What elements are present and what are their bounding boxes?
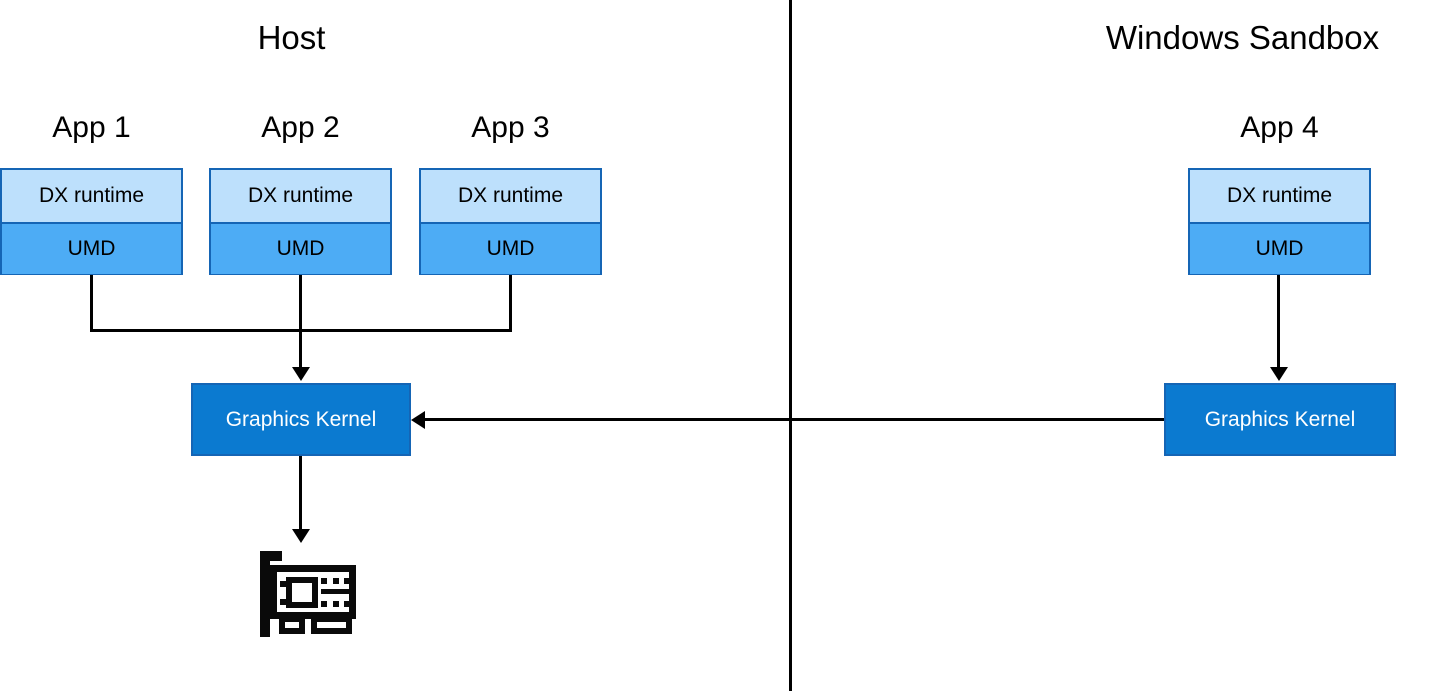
connector-sandbox-to-host-arrowhead: [411, 411, 425, 429]
connector-sandbox-to-host-horizontal: [425, 418, 1164, 421]
dx-runtime-layer-app-1: DX runtime: [2, 170, 181, 222]
umd-layer-app-1: UMD: [2, 221, 181, 274]
connector-app-3-vertical: [509, 275, 512, 332]
app-caption-app-1: App 1: [52, 111, 131, 144]
app-caption-app-2: App 2: [261, 111, 340, 144]
app-box-app-2: DX runtime UMD: [209, 168, 392, 275]
connector-app-2-vertical: [299, 275, 302, 371]
connector-kernel-to-gpu-arrowhead: [292, 529, 310, 543]
graphics-kernel-box-host: Graphics Kernel: [191, 383, 411, 456]
graphics-kernel-box-sandbox: Graphics Kernel: [1164, 383, 1396, 456]
dx-runtime-layer-app-4: DX runtime: [1190, 170, 1369, 222]
connector-kernel-to-gpu-vertical: [299, 456, 302, 532]
app-caption-app-4: App 4: [1240, 111, 1319, 144]
connector-app-4-arrowhead: [1270, 367, 1288, 381]
connector-app-4-vertical: [1277, 275, 1280, 371]
section-title-host: Host: [257, 19, 326, 56]
gpu-card-icon: [252, 545, 364, 643]
app-box-app-4: DX runtime UMD: [1188, 168, 1371, 275]
connector-app-2-arrowhead: [292, 367, 310, 381]
app-box-app-1: DX runtime UMD: [0, 168, 183, 275]
host-sandbox-divider: [789, 0, 792, 691]
umd-layer-app-4: UMD: [1190, 221, 1369, 274]
connector-app-1-vertical: [90, 275, 93, 332]
section-title-windows-sandbox: Windows Sandbox: [1105, 19, 1380, 56]
umd-layer-app-2: UMD: [211, 221, 390, 274]
dx-runtime-layer-app-2: DX runtime: [211, 170, 390, 222]
umd-layer-app-3: UMD: [421, 221, 600, 274]
app-box-app-3: DX runtime UMD: [419, 168, 602, 275]
dx-runtime-layer-app-3: DX runtime: [421, 170, 600, 222]
app-caption-app-3: App 3: [471, 111, 550, 144]
